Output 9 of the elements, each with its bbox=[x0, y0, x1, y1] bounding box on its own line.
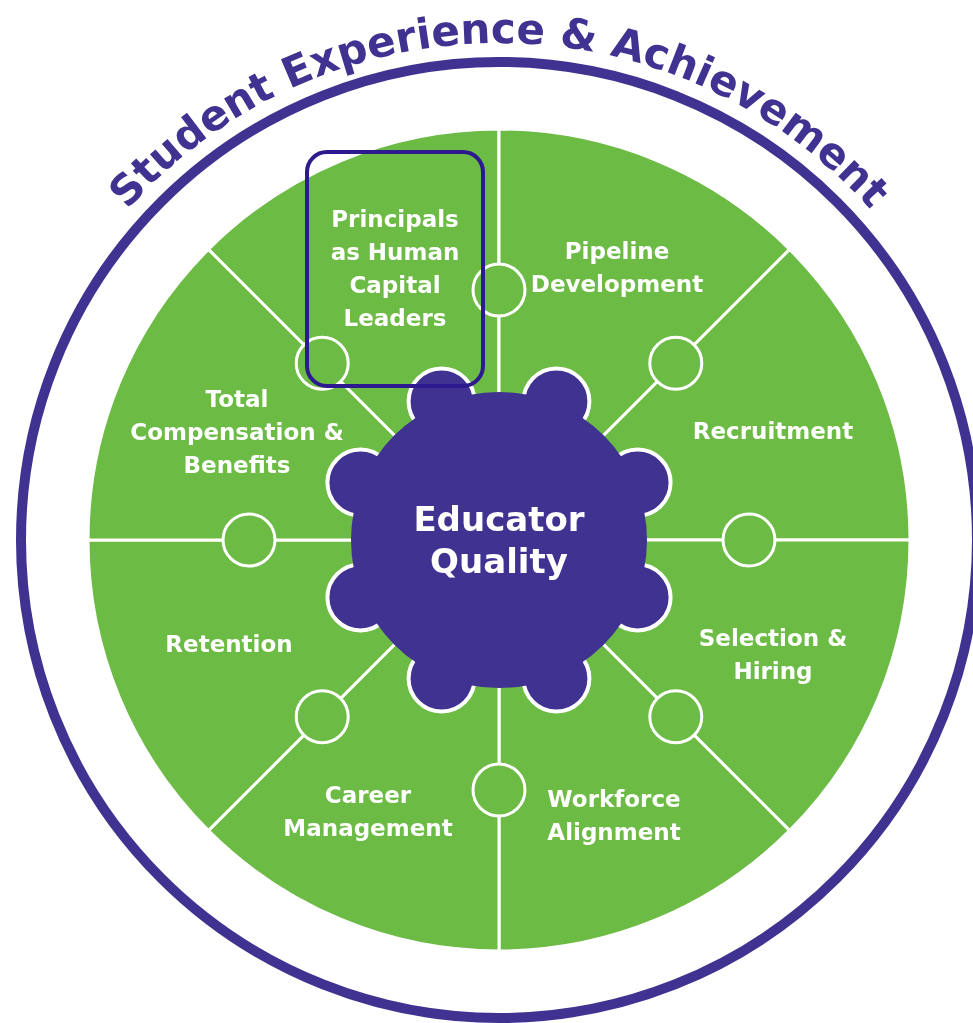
segment-label: Pipeline Development bbox=[507, 235, 727, 301]
segment-label: Principals as Human Capital Leaders bbox=[329, 205, 461, 333]
segment-label: Total Compensation & Benefits bbox=[122, 382, 352, 482]
segment-label: Workforce Alignment bbox=[514, 783, 714, 849]
segment-label: Selection & Hiring bbox=[683, 622, 863, 688]
segment-label: Retention bbox=[129, 627, 329, 661]
highlight-frame bbox=[305, 150, 485, 388]
segment-label: Recruitment bbox=[663, 414, 883, 448]
segment-label: Career Management bbox=[258, 779, 478, 845]
